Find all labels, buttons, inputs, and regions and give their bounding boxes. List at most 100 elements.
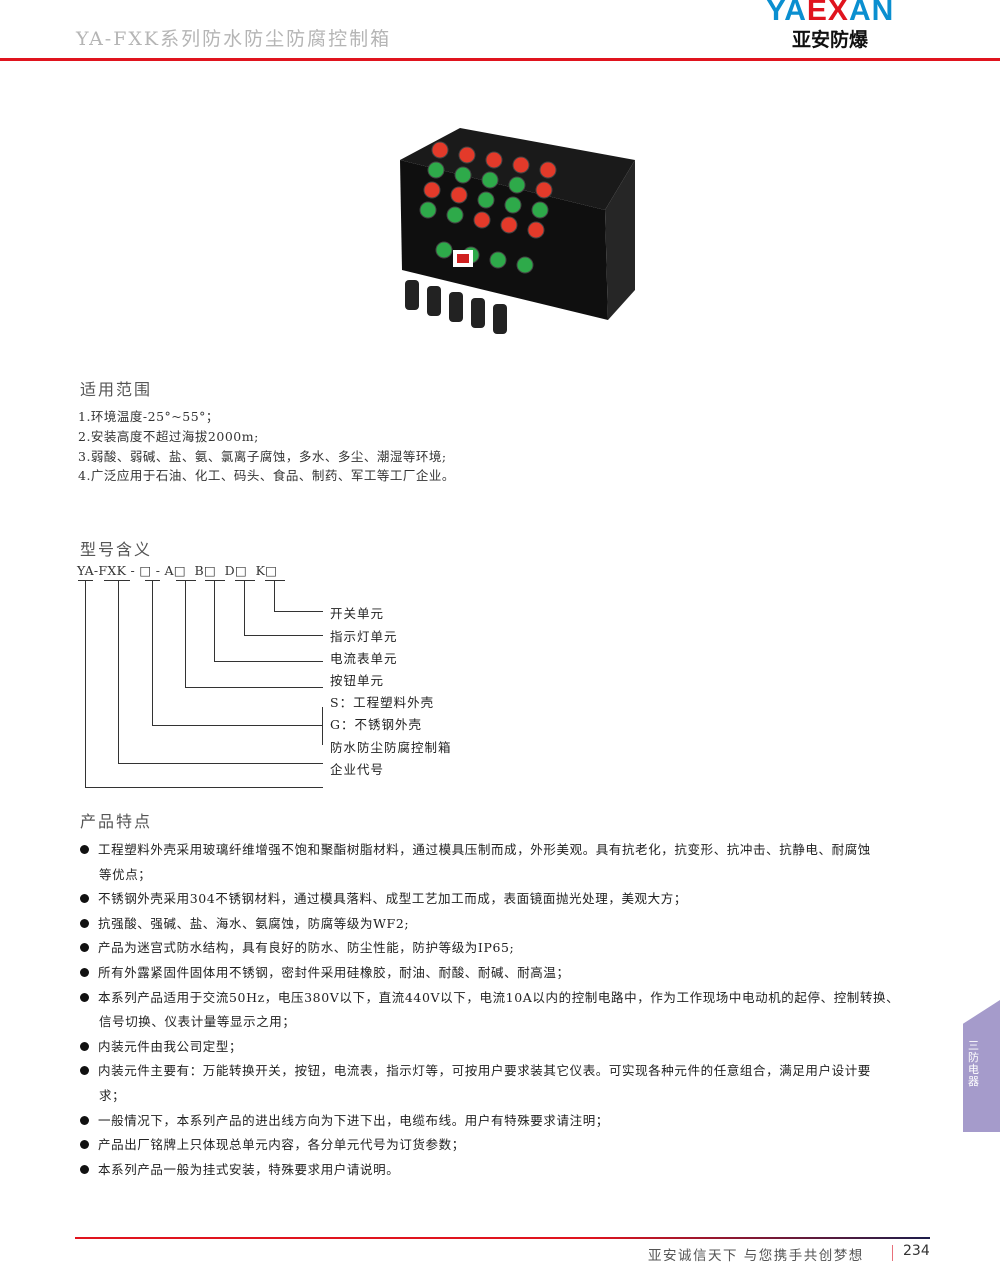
box-front	[400, 160, 608, 320]
product-image	[400, 128, 635, 334]
cable-gland	[471, 298, 485, 328]
bullet-icon	[80, 1066, 89, 1076]
red-button	[450, 186, 468, 204]
scope-item: 1.环境温度-25°~55°；	[78, 409, 219, 424]
feature-text: 工程塑料外壳采用玻璃纤维增强不饱和聚酯树脂材料，通过模具压制而成，外形美观。具有…	[98, 842, 871, 857]
feature-item: 工程塑料外壳采用玻璃纤维增强不饱和聚酯树脂材料，通过模具压制而成，外形美观。具有…	[80, 839, 871, 858]
feature-text: 抗强酸、强碱、盐、海水、氨腐蚀，防腐等级为WF2;	[98, 915, 410, 931]
feature-text: 产品出厂铭牌上只体现总单元内容，各分单元代号为订货参数；	[98, 1137, 465, 1153]
footer-separator	[892, 1245, 893, 1261]
brand-logo-cn: 亚安防爆	[792, 29, 869, 51]
feature-item: 本系列产品适用于交流50Hz，电压380V以下，直流440V以下，电流10A以内…	[80, 987, 899, 1006]
bullet-icon	[80, 943, 89, 953]
red-button	[539, 161, 557, 179]
green-button	[508, 176, 526, 194]
green-button	[504, 196, 522, 214]
feature-text: 求；	[99, 1088, 126, 1103]
feature-item: 内装元件主要有：万能转换开关，按钮，电流表，指示灯等，可按用户要求装其它仪表。可…	[80, 1060, 871, 1079]
side-tab	[963, 1000, 1000, 1132]
feature-text: 一般情况下，本系列产品的进出线方向为下进下出，电缆布线。用户有特殊要求请注明；	[98, 1112, 609, 1128]
model-label: 指示灯单元	[330, 629, 398, 644]
bullet-icon	[80, 968, 89, 977]
scope-item: 4.广泛应用于石油、化工、码头、食品、制药、军工等工厂企业。	[78, 468, 455, 483]
red-button	[535, 181, 553, 199]
model-label: 按钮单元	[330, 673, 385, 688]
bullet-icon	[80, 992, 89, 1002]
model-label: G：不锈钢外壳	[330, 717, 422, 732]
logo-text-c: AN	[848, 0, 895, 27]
feature-text: 信号切换、仪表计量等显示之用；	[99, 1014, 296, 1030]
feature-item: 所有外露紧固件固体用不锈钢，密封件采用硅橡胶，耐油、耐酸、耐碱、耐高温；	[80, 962, 570, 981]
page-number: 234	[903, 1243, 930, 1259]
feature-text: 内装元件主要有：万能转换开关，按钮，电流表，指示灯等，可按用户要求装其它仪表。可…	[98, 1063, 871, 1079]
green-button	[427, 161, 445, 179]
green-button	[419, 201, 437, 219]
feature-text: 产品为迷宫式防水结构，具有良好的防水、防尘性能，防护等级为IP65;	[98, 940, 515, 956]
model-label: S：工程塑料外壳	[330, 695, 435, 710]
red-button	[512, 156, 530, 174]
feature-item: 产品出厂铭牌上只体现总单元内容，各分单元代号为订货参数；	[80, 1134, 465, 1153]
cable-gland	[449, 292, 463, 322]
footer-divider	[75, 1237, 930, 1239]
box-side	[605, 160, 635, 320]
green-button	[481, 171, 499, 189]
green-button	[516, 256, 534, 274]
feature-item: 不锈钢外壳采用304不锈钢材料，通过模具落料、成型工艺加工而成，表面镜面抛光处理…	[80, 888, 687, 907]
footer-slogan: 亚安诚信天下 与您携手共创梦想	[648, 1248, 864, 1264]
header-divider	[0, 58, 1000, 61]
bullet-icon	[80, 1164, 89, 1174]
red-button	[473, 211, 491, 229]
green-button	[446, 206, 464, 224]
feature-item-continuation: 求；	[99, 1085, 125, 1104]
scope-title: 适用范围	[80, 380, 153, 399]
feature-text: 所有外露紧固件固体用不锈钢，密封件采用硅橡胶，耐油、耐酸、耐碱、耐高温；	[98, 965, 570, 980]
page-header-title: YA-FXK系列防水防尘防腐控制箱	[76, 28, 392, 50]
feature-text: 本系列产品一般为挂式安装，特殊要求用户请说明。	[98, 1161, 400, 1177]
model-label: 企业代号	[330, 762, 385, 777]
feature-item: 一般情况下，本系列产品的进出线方向为下进下出，电缆布线。用户有特殊要求请注明；	[80, 1110, 609, 1129]
red-button	[500, 216, 518, 234]
scope-item: 3.弱酸、弱碱、盐、氨、氯离子腐蚀，多水、多尘、潮湿等环境;	[78, 449, 447, 464]
green-button	[477, 191, 495, 209]
feature-item: 内装元件由我公司定型；	[80, 1036, 242, 1055]
cable-gland	[405, 280, 419, 310]
bullet-icon	[80, 1041, 89, 1051]
feature-text: 等优点；	[99, 866, 152, 882]
bullet-icon	[80, 894, 89, 904]
feature-item: 本系列产品一般为挂式安装，特殊要求用户请说明。	[80, 1159, 399, 1178]
red-button	[458, 146, 476, 164]
cable-gland	[427, 286, 441, 316]
scope-item: 2.安装高度不超过海拔2000m;	[78, 429, 259, 444]
green-button	[454, 166, 472, 184]
feature-text: 不锈钢外壳采用304不锈钢材料，通过模具落料、成型工艺加工而成，表面镜面抛光处理…	[98, 891, 687, 907]
model-title: 型号含义	[80, 540, 153, 559]
red-button	[527, 221, 545, 239]
green-button	[489, 251, 507, 269]
model-label: 电流表单元	[330, 651, 398, 666]
logo-text-b: EX	[806, 0, 849, 27]
bullet-icon	[80, 918, 89, 928]
feature-item-continuation: 等优点；	[99, 864, 151, 883]
feature-text: 本系列产品适用于交流50Hz，电压380V以下，直流440V以下，电流10A以内…	[98, 989, 900, 1005]
model-label: 开关单元	[330, 606, 385, 621]
feature-item-continuation: 信号切换、仪表计量等显示之用；	[99, 1011, 296, 1030]
red-button	[431, 141, 449, 159]
bullet-icon	[80, 845, 89, 854]
bullet-icon	[80, 1140, 89, 1150]
feature-text: 内装元件由我公司定型；	[98, 1038, 243, 1054]
feature-item: 产品为迷宫式防水结构，具有良好的防水、防尘性能，防护等级为IP65;	[80, 937, 514, 956]
red-button	[423, 181, 441, 199]
feature-item: 抗强酸、强碱、盐、海水、氨腐蚀，防腐等级为WF2;	[80, 913, 409, 932]
cable-gland	[493, 304, 507, 334]
brand-logo: YAEXAN	[766, 0, 894, 28]
bullet-icon	[80, 1115, 89, 1125]
side-tab-label: 三防电器	[968, 1039, 979, 1088]
model-code: YA-FXK - □ - A□ B□ D□ K□	[77, 563, 278, 578]
red-button	[485, 151, 503, 169]
ex-label-mark	[457, 254, 469, 263]
green-button	[531, 201, 549, 219]
logo-text-a: YA	[766, 0, 807, 27]
features-title: 产品特点	[80, 812, 153, 831]
model-label: 防水防尘防腐控制箱	[330, 740, 452, 755]
green-button	[435, 241, 453, 259]
